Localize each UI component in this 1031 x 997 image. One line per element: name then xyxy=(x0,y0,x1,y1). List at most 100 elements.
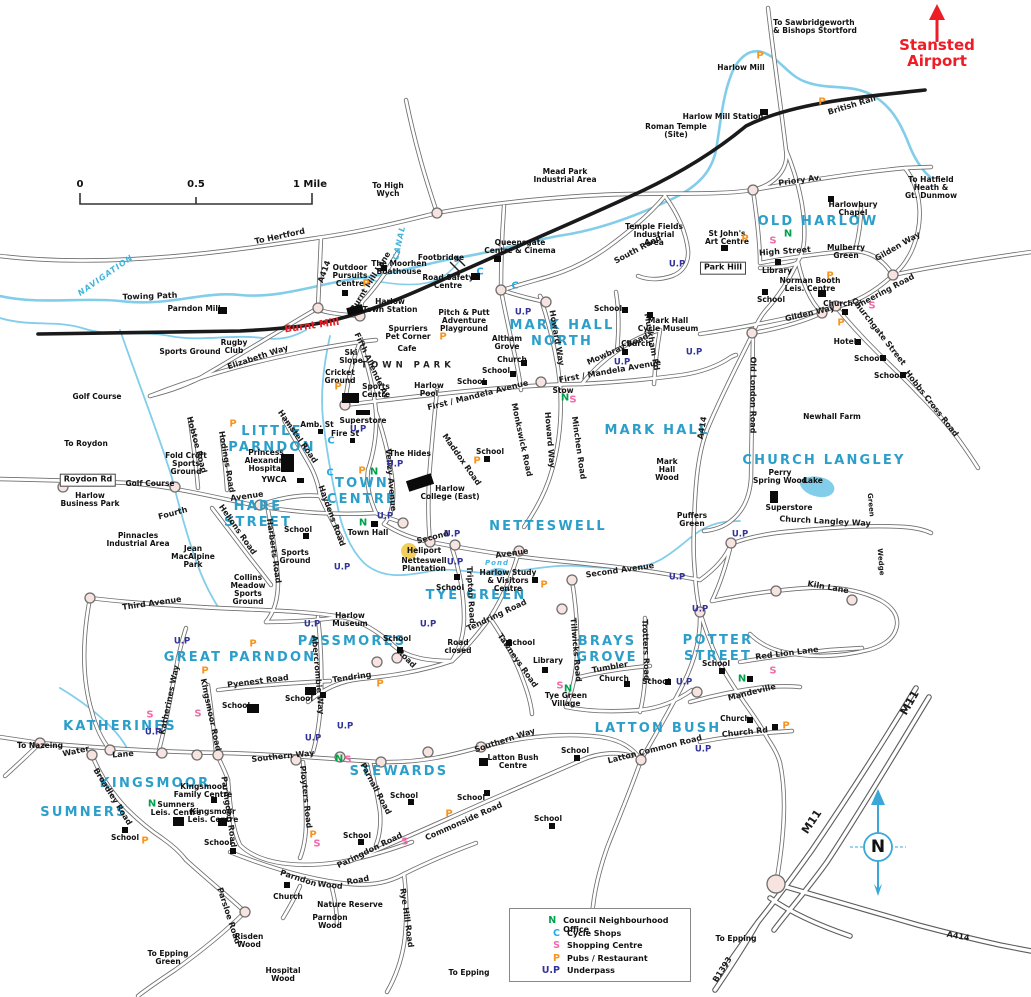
roundabout xyxy=(312,302,324,314)
road-label: Second xyxy=(415,528,450,546)
roundabout xyxy=(535,376,547,388)
council-office-symbol: N xyxy=(334,753,344,765)
road-label: Lane xyxy=(111,748,135,760)
road-label: Parsloe Road xyxy=(215,886,243,946)
district-label: TOWN CENTRE xyxy=(326,475,398,507)
district-label: MARK HALL xyxy=(604,422,710,438)
place-label: Outdoor Pursuits Centre xyxy=(332,262,368,289)
place-label: Cafe xyxy=(397,343,417,353)
building-marker xyxy=(772,724,778,730)
building-marker xyxy=(770,491,778,503)
legend-symbol: S xyxy=(553,940,560,952)
road-label: British Rail xyxy=(826,93,877,117)
place-label: Lake xyxy=(803,475,823,485)
underpass-symbol: U.P xyxy=(173,636,191,647)
place-label: To Sawbridgeworth & Bishops Stortford xyxy=(773,17,857,35)
building-marker xyxy=(296,477,304,483)
building-marker xyxy=(532,577,538,583)
shopping-centre-symbol: S xyxy=(556,680,564,692)
place-label: Netteswell Plantation xyxy=(401,555,447,573)
road-label: Rye Hill Road xyxy=(398,887,416,949)
road-label: Maddox Road xyxy=(440,431,483,488)
place-label: School xyxy=(221,700,251,710)
road-label: Howard Way xyxy=(542,411,557,469)
road-label: Wedge xyxy=(875,548,886,576)
district-label: LITTLE PARNDON xyxy=(228,423,316,455)
building-marker xyxy=(622,307,628,313)
place-label: Newhall Farm xyxy=(803,411,861,421)
shopping-centre-symbol: S xyxy=(769,665,777,677)
road-label: Mowbray Road xyxy=(585,331,650,367)
road-label: M11 xyxy=(897,688,922,718)
heliport-marker xyxy=(401,543,417,559)
red-label: Burnt Mill xyxy=(283,316,341,336)
pub-restaurant-symbol: P xyxy=(376,678,384,690)
roundabout xyxy=(212,749,224,761)
compass-rose xyxy=(850,789,906,896)
road-label: Tawneys Road xyxy=(495,631,540,690)
place-label: Road Safety Centre xyxy=(422,272,474,290)
stansted-arrow-icon xyxy=(929,4,945,42)
place-label: Hospital Wood xyxy=(265,965,301,983)
roundabout xyxy=(191,749,203,761)
district-label: HARE STREET xyxy=(223,498,293,530)
road-label: Avenue xyxy=(229,489,265,503)
place-label: YWCA xyxy=(261,474,287,484)
place-label: Harlow Business Park xyxy=(60,490,120,508)
building-marker xyxy=(574,755,580,761)
roundabout xyxy=(375,756,387,768)
road-label: Minchen Road xyxy=(569,415,588,480)
underpass-symbol: U.P xyxy=(443,529,461,540)
road-label: Elizabeth Way xyxy=(226,343,290,372)
place-label: School xyxy=(203,837,233,847)
road-label: Tripton Road xyxy=(464,565,477,624)
building-marker xyxy=(341,393,359,403)
road-label: A414 xyxy=(316,259,333,285)
place-label: School xyxy=(560,745,590,755)
roundabout xyxy=(422,746,434,758)
building-marker xyxy=(356,409,370,415)
place-label: Perry Spring Wood xyxy=(752,467,808,485)
footbridge-marks xyxy=(449,256,466,272)
place-label: Heliport xyxy=(406,545,442,555)
building-marker xyxy=(510,371,516,377)
place-label: Collins Meadow Sports Ground xyxy=(230,572,266,607)
road-label: Paringdon Road xyxy=(219,775,239,848)
compass-north-label: N xyxy=(870,837,886,857)
place-label: Queensgate Centre & Cinema xyxy=(484,237,556,255)
council-office-symbol: N xyxy=(147,798,157,810)
place-label: Spurriers Pet Corner xyxy=(385,323,431,341)
underpass-symbol: U.P xyxy=(144,727,162,738)
underpass-symbol: U.P xyxy=(336,721,354,732)
place-label: Fold Croft Sports Ground xyxy=(165,450,207,477)
underpass-symbol: U.P xyxy=(304,733,322,744)
place-label: Harlow Pool xyxy=(414,380,444,398)
place-label: School xyxy=(481,365,511,375)
pub-restaurant-symbol: P xyxy=(439,331,447,343)
place-label: School xyxy=(475,446,505,456)
road-label: Southern Way xyxy=(251,748,315,764)
building-marker xyxy=(484,790,490,796)
place-label: Cricket Ground xyxy=(324,367,356,385)
council-office-symbol: N xyxy=(737,673,747,685)
district-label: CHURCH LANGLEY xyxy=(742,452,906,468)
cycle-shop-symbol: C xyxy=(326,467,334,479)
place-label: To Epping xyxy=(715,933,757,943)
roundabout xyxy=(830,300,842,312)
place-label: School xyxy=(533,813,563,823)
road-label: Muskham Rd xyxy=(642,312,662,372)
road-label: Wood xyxy=(317,879,344,891)
building-marker xyxy=(719,668,725,674)
place-label: Golf Course xyxy=(72,391,122,401)
road-label: Commonside Road xyxy=(423,800,504,843)
underpass-symbol: U.P xyxy=(419,619,437,630)
pub-restaurant-symbol: P xyxy=(141,835,149,847)
road-label: Parnall Road xyxy=(358,761,394,816)
shopping-centre-symbol: S xyxy=(146,709,154,721)
place-label: Norman Booth Leis. Centre xyxy=(779,275,841,293)
building-marker xyxy=(342,290,348,296)
building-marker xyxy=(230,848,236,854)
place-label: Church xyxy=(621,338,651,348)
roundabout xyxy=(887,269,899,281)
